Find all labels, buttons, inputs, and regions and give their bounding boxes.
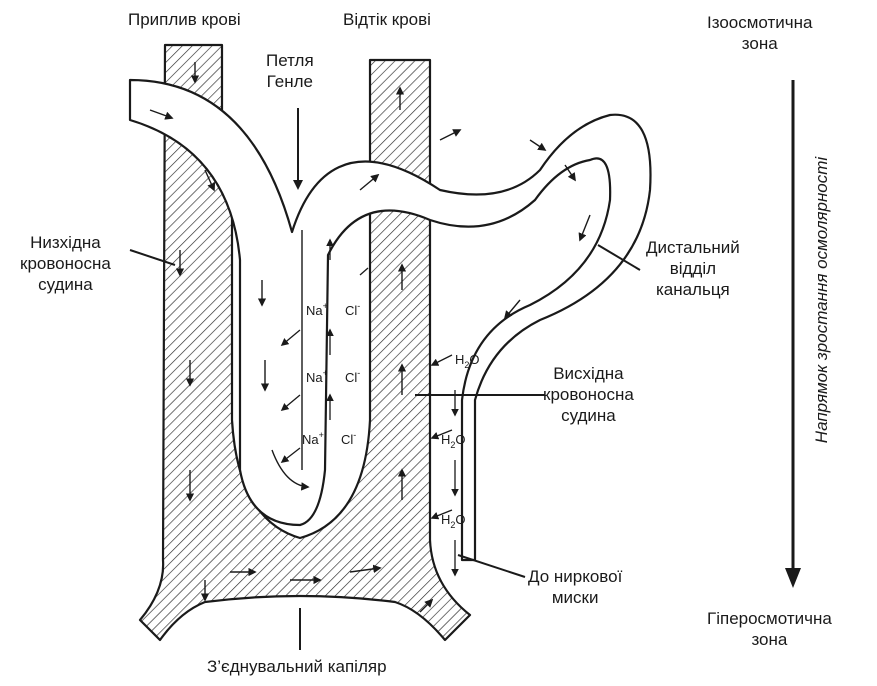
blood-inflow-text: Приплив крові [128, 9, 241, 30]
distal-line-3: канальця [646, 279, 740, 300]
asc-line-2: кровоносна [543, 384, 634, 405]
cl-label-2: Cl- [345, 368, 360, 385]
hyper-line-2: зона [707, 629, 832, 650]
osmolarity-direction-text: Напрямок зростання осмолярності [812, 157, 832, 443]
water-arrows [432, 355, 455, 575]
asc-line-1: Висхідна [543, 363, 634, 384]
cl-label-3: Cl- [341, 430, 356, 447]
pelvis-line-2: миски [528, 587, 622, 608]
cl-label-1: Cl- [345, 301, 360, 318]
label-blood-outflow: Відтік крові [343, 9, 431, 30]
loop-line-1: Петля [266, 50, 314, 71]
loop-line-2: Генле [266, 71, 314, 92]
label-descending-vessel: Низхідна кровоносна судина [20, 232, 111, 295]
label-renal-pelvis: До ниркової миски [528, 566, 622, 608]
iso-line-1: Ізоосмотична [707, 12, 813, 33]
desc-line-3: судина [20, 274, 111, 295]
label-distal-tubule: Дистальний відділ канальця [646, 237, 740, 300]
label-ascending-vessel: Висхідна кровоносна судина [543, 363, 634, 426]
capillary-text: З’єднувальний капіляр [207, 656, 387, 677]
distal-line-1: Дистальний [646, 237, 740, 258]
pelvis-line-1: До ниркової [528, 566, 622, 587]
label-connecting-capillary: З’єднувальний капіляр [207, 656, 387, 677]
asc-line-3: судина [543, 405, 634, 426]
desc-line-2: кровоносна [20, 253, 111, 274]
distal-line-2: відділ [646, 258, 740, 279]
osmolarity-arrow [785, 80, 801, 588]
desc-line-1: Низхідна [20, 232, 111, 253]
iso-line-2: зона [707, 33, 813, 54]
label-loop-of-henle: Петля Генле [266, 50, 314, 92]
label-hyperosmotic-zone: Гіперосмотична зона [707, 608, 832, 650]
blood-outflow-text: Відтік крові [343, 9, 431, 30]
label-blood-inflow: Приплив крові [128, 9, 241, 30]
label-isosmotic-zone: Ізоосмотична зона [707, 12, 813, 54]
hyper-line-1: Гіперосмотична [707, 608, 832, 629]
